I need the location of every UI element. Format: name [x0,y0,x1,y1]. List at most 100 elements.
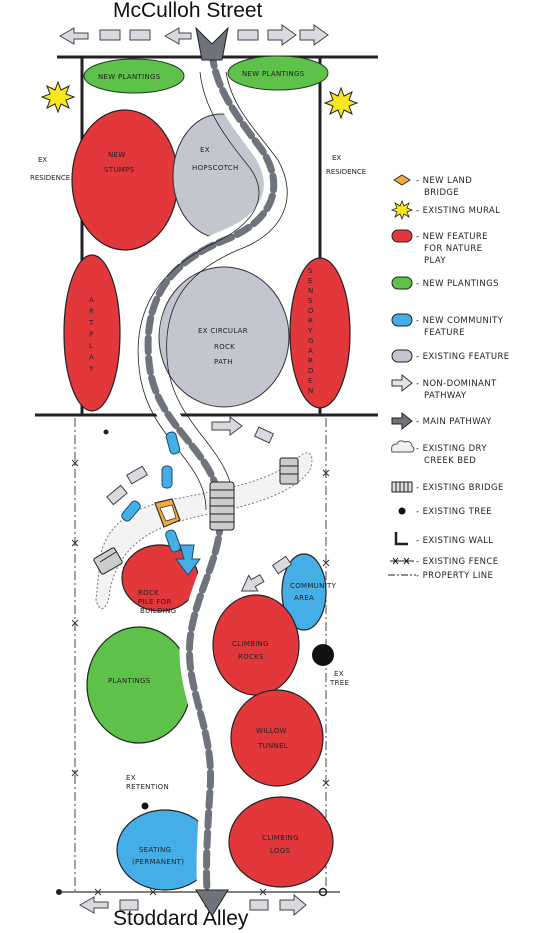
art-play-letter: Y [88,365,94,373]
cloud-icon [391,440,415,453]
main-pathway [137,26,288,917]
art-play-letter: P [89,331,94,339]
community-area [281,553,327,631]
sensory-garden-letter: Y [307,327,313,335]
existing-tree-dot [103,429,109,435]
legend-item-mural: - EXISTING MURAL [390,199,500,221]
seating-label-1: SEATING [139,846,171,854]
tree-dot-icon [398,507,406,515]
new-plantings-right-label: NEW PLANTINGS [242,70,305,78]
new-stumps-label-2: STUMPS [104,166,135,174]
legend-item-bridge: - EXISTING BRIDGE [391,481,504,493]
climbing-logs-label-2: LOGS [270,847,290,855]
legend-item-fence: - EXISTING FENCE [390,557,499,567]
ex-tree-label-2: TREE [329,679,349,687]
sensory-garden-letter: D [308,367,314,375]
legend-item-wall: - EXISTING WALL [394,532,493,546]
retention-label-1: EX [126,774,136,782]
legend-label: - EXISTING WALL [416,536,493,546]
legend-label: - EXISTING FEATURE [416,352,510,362]
new-plantings-left-label: NEW PLANTINGS [98,73,161,81]
climbing-rocks-label-1: CLIMBING [232,640,269,648]
climbing-logs-area [228,796,334,888]
ex-tree-circle [312,644,334,666]
legend-label: - EXISTING DRY [416,444,487,454]
art-play-letter: L [89,342,93,350]
legend-label: PLAY [424,256,446,266]
art-play-letter: A [89,296,94,304]
mural-icon [40,80,76,114]
art-play-letter: A [89,354,94,362]
non-dominant-pathway-arrows [58,24,329,917]
hopscotch-label-1: EX [200,146,210,154]
hopscotch-label-2: HOPSCOTCH [192,164,239,172]
legend-item-gray-pill: - EXISTING FEATURE [391,349,510,363]
art-play-area [63,254,121,412]
legend-label: - NEW PLANTINGS [416,279,499,289]
circular-rock-path-area [158,266,290,408]
legend-label: FEATURE [424,328,465,338]
art-play-letter: R [89,308,94,316]
sensory-garden-letter: N [308,287,314,295]
willow-tunnel-area [230,689,324,787]
legend-label: CREEK BED [424,456,476,466]
plantings-label: PLANTINGS [108,677,151,685]
rock-pile-label-1: ROCK [138,589,159,597]
legend-label: - EXISTING BRIDGE [416,483,504,493]
solid-arrow-icon [391,411,413,431]
new-plantings: NEW PLANTINGS NEW PLANTINGS [83,55,329,94]
mural-icon [390,199,414,221]
seating-label-2: (PERMANENT) [132,858,184,866]
legend-label: - PROPERTY LINE [416,571,493,581]
rock-pile-label-2: PILE FOR [138,598,172,606]
retention-label-2: RETENTION [126,783,169,791]
land-bridge-icon [393,174,411,186]
fence-icon [390,557,414,565]
north-street-label: McCulloh Street [113,0,263,22]
fence-crosses [71,459,330,896]
legend-item-red-pill: - NEW FEATURE FOR NATURE PLAY [391,229,488,266]
sensory-garden-letter: N [308,387,314,395]
legend-item-property-line: - PROPERTY LINE [388,571,493,581]
sensory-garden-letter: S [308,297,313,305]
new-stumps-label-1: NEW [108,151,125,159]
legend-label: - NON-DOMINANT [416,379,497,389]
wall-icon [394,532,408,546]
legend-label: - EXISTING MURAL [416,206,500,216]
willow-tunnel-label-1: WILLOW [256,727,287,735]
legend-item-tree-dot: - EXISTING TREE [398,507,492,517]
sensory-garden-letter: O [308,307,314,315]
new-community-path [121,431,201,576]
dry-creek-bed [95,452,313,610]
legend-item-blue-pill: - NEW COMMUNITY FEATURE [391,313,504,338]
existing-bridges [93,457,299,575]
rock-path-label-2: ROCK [214,343,235,351]
green-pill-icon [391,276,413,290]
legend-label: - EXISTING FENCE [416,557,499,567]
legend-label: FOR NATURE [424,244,482,254]
sensory-garden-area [289,257,351,409]
legend-label: BRIDGE [424,188,459,198]
rock-path-label-1: EX CIRCULAR [198,327,248,335]
sensory-garden-letter: G [308,337,314,345]
community-label-1: COMMUNITY [290,582,337,590]
retention-tree-dot [141,802,149,810]
ex-tree-label-1: EX [334,670,344,678]
sensory-garden-letter: A [308,347,313,355]
legend-label: - NEW COMMUNITY [416,316,504,326]
willow-tunnel-label-2: TUNNEL [257,742,288,750]
legend-item-solid-arrow: - MAIN PATHWAY [391,411,492,431]
hollow-arrow-icon [391,373,413,393]
left-residence-label-2: RESIDENCE [30,174,70,182]
sensory-garden-letter: E [308,377,313,385]
red-pill-icon [391,229,413,243]
climbing-logs-label-1: CLIMBING [262,834,299,842]
left-residence-label-1: EX [38,156,47,164]
legend-label: - NEW FEATURE [416,232,488,242]
